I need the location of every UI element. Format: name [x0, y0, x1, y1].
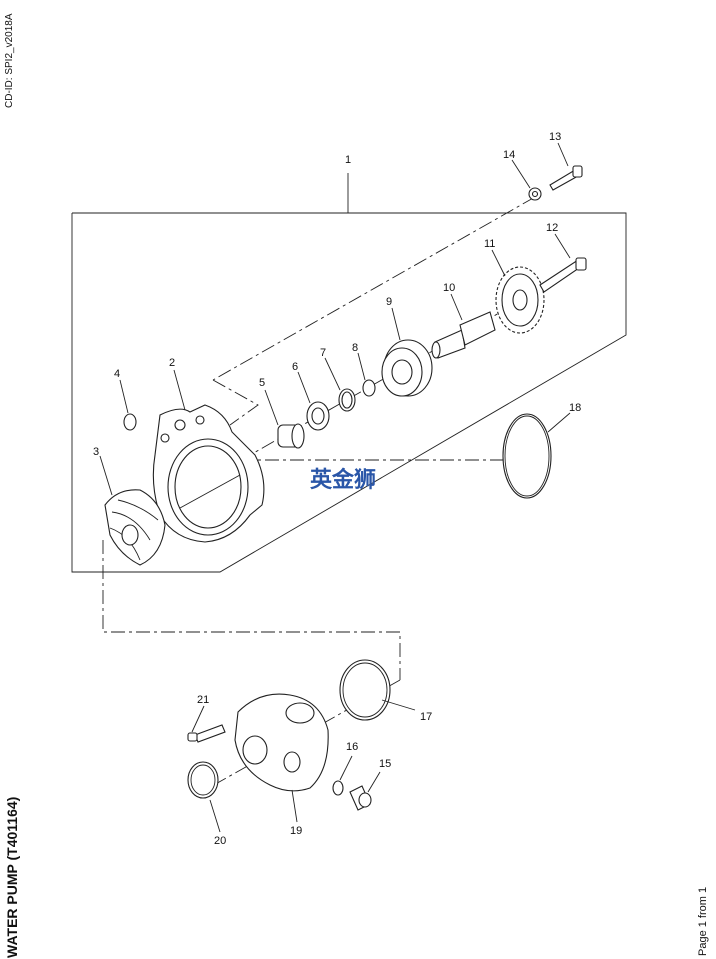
callout-1: 1 — [345, 154, 351, 166]
callout-6: 6 — [292, 361, 298, 373]
callout-15: 15 — [379, 758, 391, 770]
part-plug — [349, 785, 372, 811]
part-bolt — [549, 165, 583, 191]
leader-lines — [99, 142, 571, 833]
part-snap-ring — [338, 388, 356, 412]
callout-4: 4 — [114, 368, 120, 380]
part-housing — [152, 404, 265, 543]
part-circlip — [332, 780, 344, 796]
callout-14: 14 — [503, 149, 515, 161]
part-seal — [277, 423, 305, 449]
callout-18: 18 — [569, 402, 581, 414]
callout-12: 12 — [546, 222, 558, 234]
part-long-bolt — [539, 257, 587, 293]
assembly-boundary — [71, 173, 627, 573]
callout-16: 16 — [346, 741, 358, 753]
callout-10: 10 — [443, 282, 455, 294]
part-gear — [495, 266, 545, 334]
part-o-ring-large — [502, 413, 552, 499]
part-screw — [187, 724, 226, 743]
part-ring — [306, 401, 330, 431]
callout-labels: 1 2 3 4 5 6 7 8 9 10 11 12 13 14 15 16 1… — [93, 131, 581, 847]
callout-8: 8 — [352, 342, 358, 354]
callout-5: 5 — [259, 377, 265, 389]
part-ring-lower — [187, 761, 219, 799]
callout-21: 21 — [197, 694, 209, 706]
part-pump-body — [234, 693, 329, 792]
callout-9: 9 — [386, 296, 392, 308]
part-bearing — [381, 339, 433, 397]
part-washer — [528, 187, 542, 201]
part-cap — [123, 413, 137, 431]
callout-3: 3 — [93, 446, 99, 458]
part-impeller — [104, 489, 166, 566]
part-small-ring — [362, 379, 376, 397]
callout-13: 13 — [549, 131, 561, 143]
callout-7: 7 — [320, 347, 326, 359]
watermark-text: 英金狮 — [310, 467, 376, 493]
part-shaft — [431, 311, 496, 359]
callout-11: 11 — [484, 238, 495, 250]
callout-20: 20 — [214, 835, 226, 847]
part-o-ring — [339, 659, 391, 721]
callout-2: 2 — [169, 357, 175, 369]
callout-17: 17 — [420, 711, 432, 723]
callout-19: 19 — [290, 825, 302, 837]
